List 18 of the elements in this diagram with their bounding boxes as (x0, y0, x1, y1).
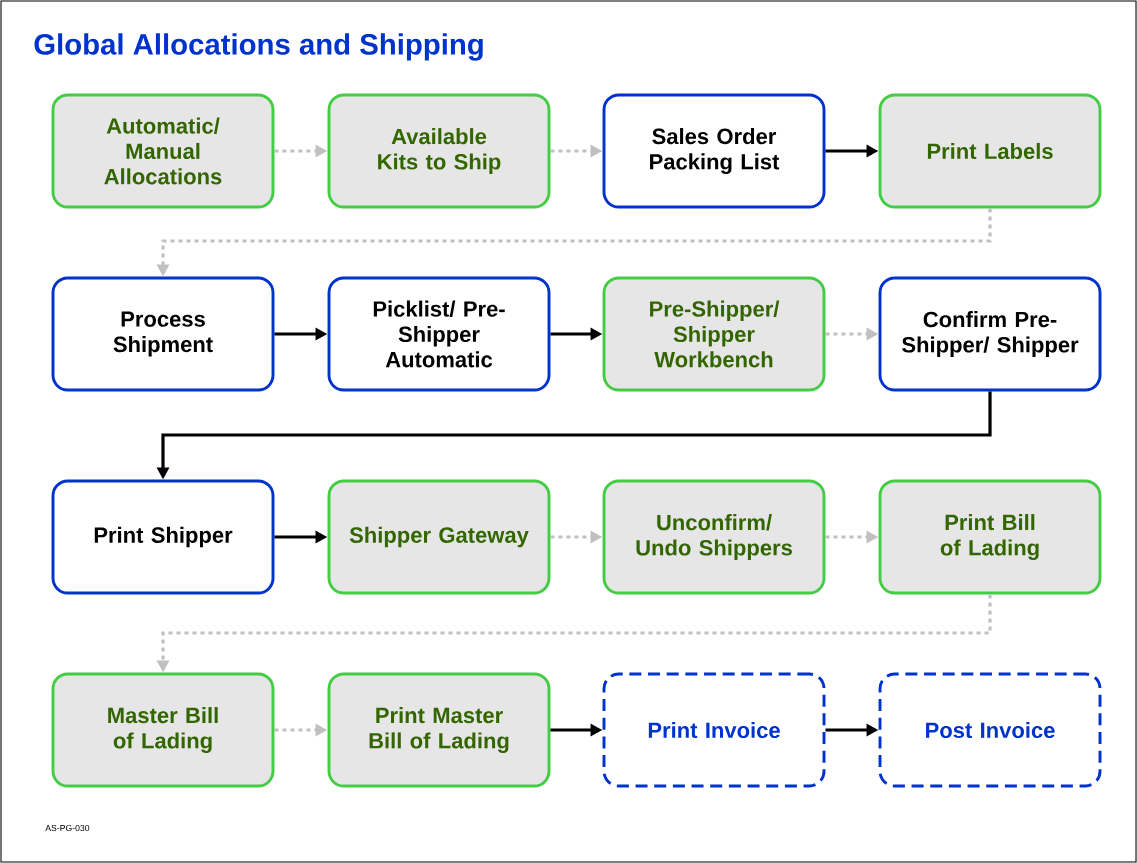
dashed-process-box: Print Invoice (602, 672, 826, 788)
document-code: AS-PG-030 (45, 824, 90, 832)
process-box: Print Bill of Lading (878, 479, 1102, 595)
process-box: Available Kits to Ship (327, 93, 551, 209)
process-box: Shipper Gateway (327, 479, 551, 595)
process-box: Automatic/ Manual Allocations (51, 93, 275, 209)
process-box: Print Labels (878, 93, 1102, 209)
process-box: Print Master Bill of Lading (327, 672, 551, 788)
process-box: Unconfirm/ Undo Shippers (602, 479, 826, 595)
process-box: Sales Order Packing List (602, 93, 826, 209)
dashed-process-box: Post Invoice (878, 672, 1102, 788)
process-box: Confirm Pre-Shipper/ Shipper (878, 276, 1102, 392)
process-box: Pre-Shipper/ Shipper Workbench (602, 276, 826, 392)
process-box: Print Shipper (51, 479, 275, 595)
process-box: Process Shipment (51, 276, 275, 392)
title: Global Allocations and Shipping (34, 33, 483, 61)
process-box: Picklist/ Pre-Shipper Automatic (327, 276, 551, 392)
process-box: Master Bill of Lading (51, 672, 275, 788)
